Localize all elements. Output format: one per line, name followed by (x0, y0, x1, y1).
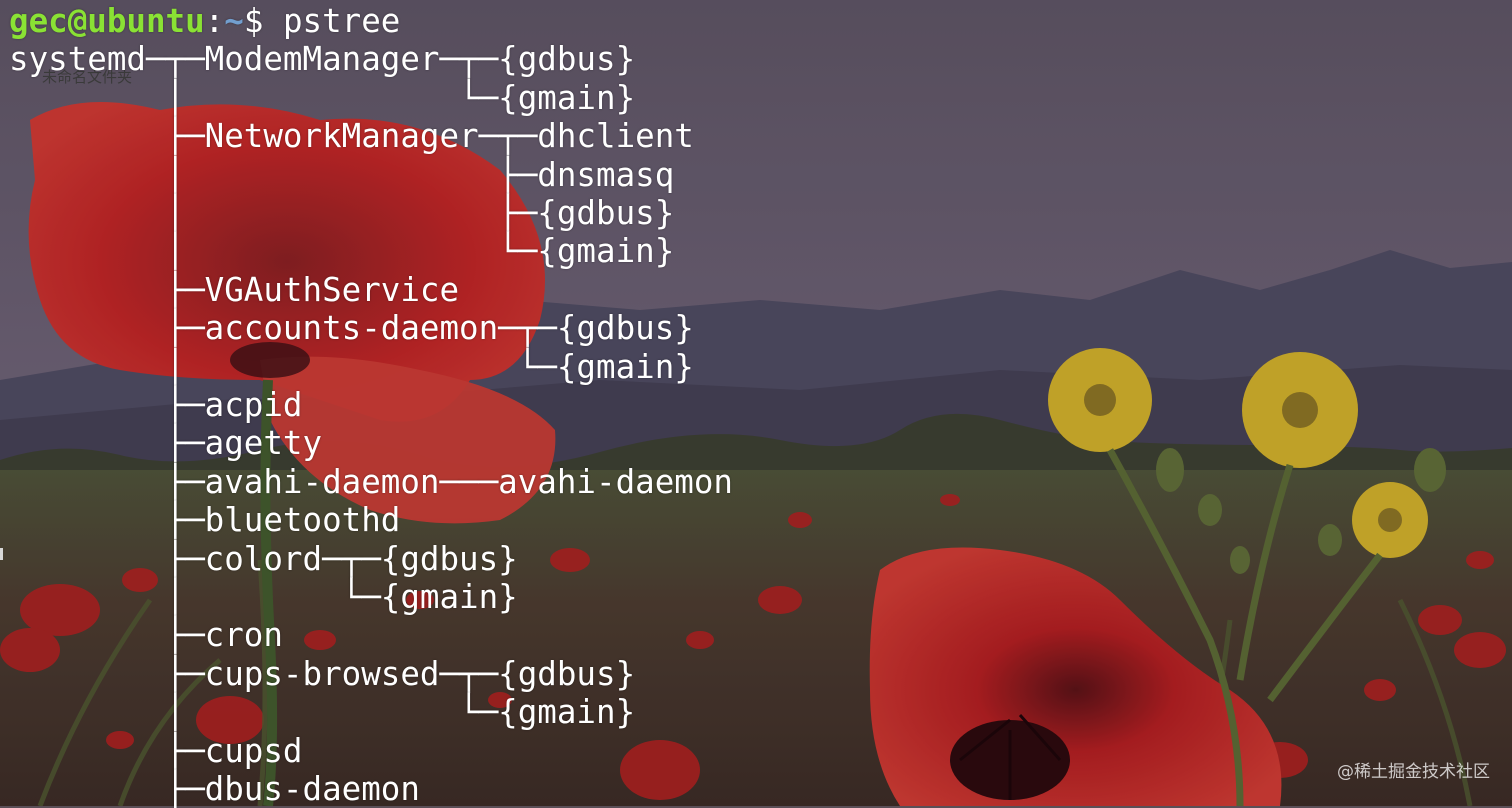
terminal-output-line: ├─colord─┬─{gdbus} (9, 539, 518, 578)
terminal-output-line: systemd─┬─ModemManager─┬─{gdbus} (9, 40, 636, 79)
prompt-path: ~ (224, 2, 244, 40)
terminal-output-line: ├─cups-browsed─┬─{gdbus} (9, 654, 636, 693)
terminal-output-line: ├─avahi-daemon───avahi-daemon (9, 462, 733, 501)
terminal-output-line: │ └─{gmain} (9, 232, 675, 271)
terminal-output-line: │ └─{gmain} (9, 78, 636, 117)
prompt-command: pstree (282, 2, 401, 40)
terminal-output-line: ├─acpid (9, 386, 303, 424)
prompt-symbol: $ (243, 2, 283, 40)
prompt-user-host: gec@ubuntu (9, 2, 205, 40)
terminal-output-line: │ └─{gmain} (9, 578, 518, 616)
terminal-output-line: │ └─{gmain} (9, 347, 694, 386)
prompt-separator: : (204, 2, 225, 40)
terminal-output-line: │ ├─dnsmasq (9, 155, 675, 194)
terminal-output-line: ├─NetworkManager─┬─dhclient (9, 117, 694, 156)
terminal-output-line: ├─cron (9, 616, 283, 655)
terminal-output-line: ├─VGAuthService (9, 270, 460, 309)
window-resize-handle[interactable] (0, 548, 3, 560)
terminal-output-line: ├─agetty (9, 424, 323, 463)
watermark: @稀土掘金技术社区 (1337, 762, 1490, 782)
terminal-prompt-line: gec@ubuntu:~$ pstree (9, 2, 400, 40)
terminal-output-line: ├─bluetoothd (9, 501, 401, 540)
terminal-output-line: ├─cupsd (9, 731, 303, 770)
terminal-output-line: ├─accounts-daemon─┬─{gdbus} (9, 309, 694, 348)
terminal-output-line: │ └─{gmain} (9, 693, 636, 732)
desktop-folder-label[interactable]: 未命名文件夹 (42, 68, 133, 86)
terminal-output-line: │ ├─{gdbus} (9, 194, 675, 232)
terminal-output-line: ├─dbus-daemon (9, 770, 420, 808)
